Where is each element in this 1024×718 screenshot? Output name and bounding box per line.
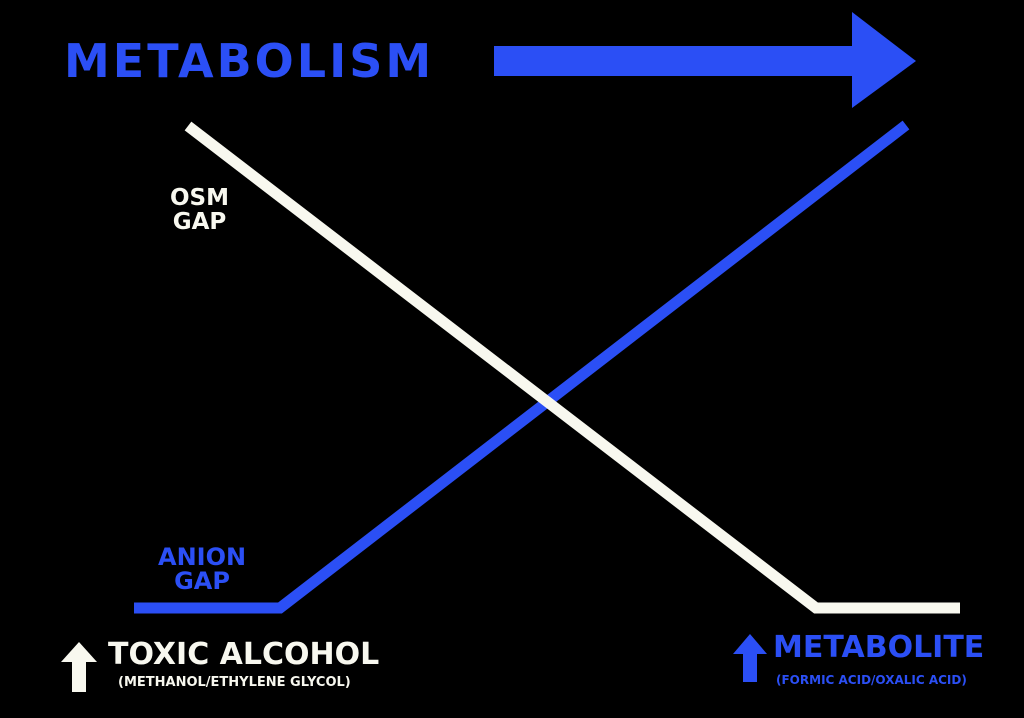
- osm-gap-label-line1: OSM: [170, 185, 230, 211]
- anion-gap-label-line1: ANION: [158, 543, 247, 571]
- osm-gap-label-line2: GAP: [172, 209, 227, 235]
- anion-gap-line: [134, 120, 910, 614]
- osm-gap-label: OSM GAP: [170, 186, 229, 234]
- metabolite-sublabel: (FORMIC ACID/OXALIC ACID): [776, 673, 967, 687]
- anion-gap-label-line2: GAP: [174, 567, 230, 595]
- metabolite-label: METABOLITE: [773, 630, 985, 665]
- metabolism-arrow-icon: [494, 12, 916, 108]
- toxic-alcohol-up-arrow-icon: [61, 642, 97, 692]
- metabolism-title: METABOLISM: [64, 34, 435, 88]
- metabolite-up-arrow-icon: [733, 634, 767, 682]
- toxic-alcohol-label: TOXIC ALCOHOL: [108, 637, 380, 672]
- toxic-alcohol-sublabel: (METHANOL/ETHYLENE GLYCOL): [118, 675, 351, 690]
- osm-gap-line: [184, 121, 960, 614]
- anion-gap-label: ANION GAP: [158, 545, 246, 593]
